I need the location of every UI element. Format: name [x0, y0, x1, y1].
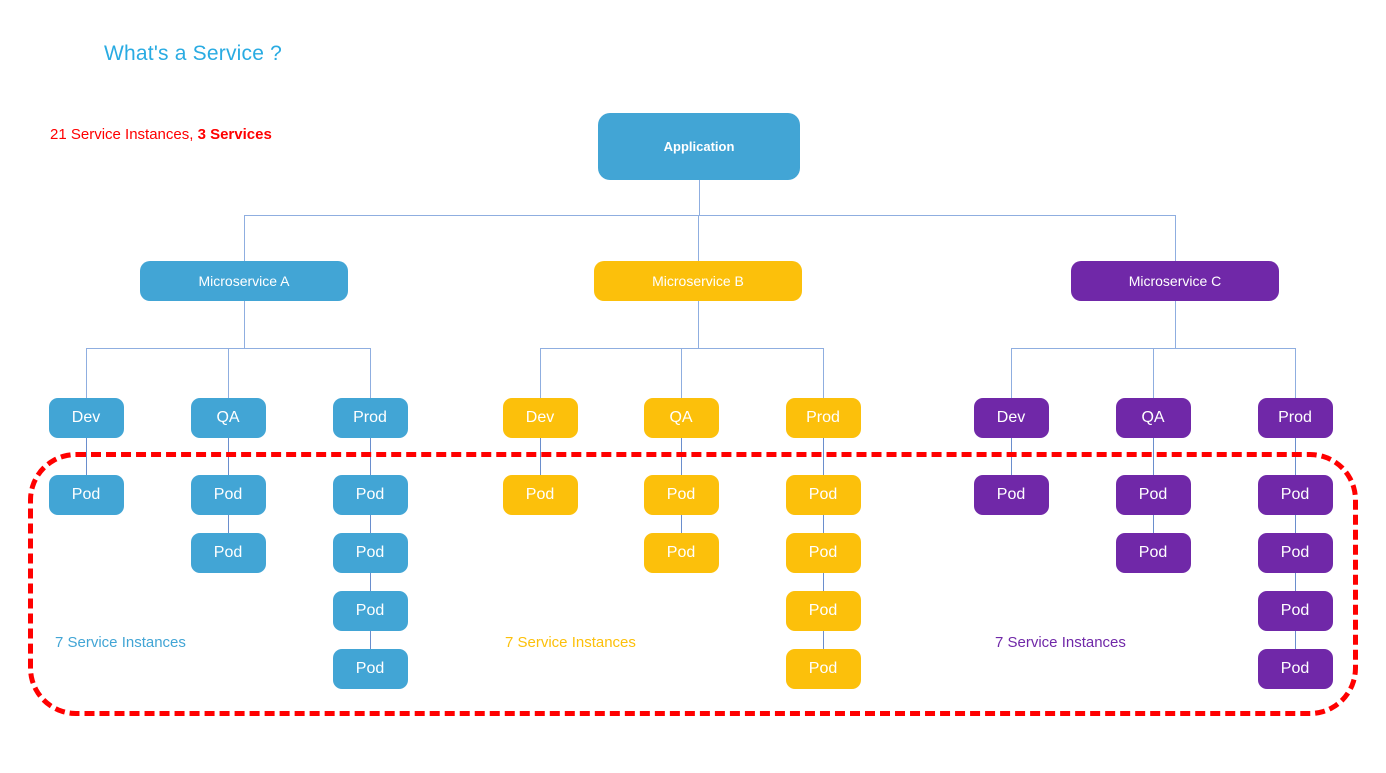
connector-line-vertical [1153, 438, 1154, 475]
connector-line-vertical [540, 348, 541, 398]
connector-line-vertical [1295, 348, 1296, 398]
microservice-node-b[interactable]: Microservice B [594, 261, 802, 301]
service-instances-label-c: 7 Service Instances [995, 634, 1126, 651]
pod-node-a-prod-2[interactable]: Pod [332, 533, 408, 573]
pod-node-b-prod-1[interactable]: Pod [785, 475, 861, 515]
connector-line-vertical [681, 348, 682, 398]
pod-node-a-prod-1[interactable]: Pod [332, 475, 408, 515]
environment-node-b-dev[interactable]: Dev [502, 398, 578, 438]
connector-line-vertical [1011, 438, 1012, 475]
pod-node-c-prod-4[interactable]: Pod [1257, 649, 1333, 689]
connector-line-vertical [370, 438, 371, 475]
pod-node-a-qa-2[interactable]: Pod [190, 533, 266, 573]
connector-line-vertical [228, 348, 229, 398]
connector-line-vertical [1295, 573, 1296, 591]
environment-node-a-dev[interactable]: Dev [48, 398, 124, 438]
connector-line-vertical [698, 301, 699, 348]
connector-line-vertical [1175, 301, 1176, 348]
service-instances-label-a: 7 Service Instances [55, 634, 186, 651]
connector-line-vertical [86, 348, 87, 398]
pod-node-b-prod-4[interactable]: Pod [785, 649, 861, 689]
pod-node-a-prod-4[interactable]: Pod [332, 649, 408, 689]
connector-line-vertical [1011, 348, 1012, 398]
connector-line-vertical [244, 215, 245, 261]
environment-node-b-qa[interactable]: QA [643, 398, 719, 438]
connector-line-vertical [86, 438, 87, 475]
connector-line-vertical [823, 515, 824, 533]
environment-node-c-dev[interactable]: Dev [973, 398, 1049, 438]
service-instances-label-b: 7 Service Instances [505, 634, 636, 651]
pod-node-b-dev-1[interactable]: Pod [502, 475, 578, 515]
connector-line-vertical [244, 301, 245, 348]
connector-line-vertical [699, 180, 700, 215]
connector-line-vertical [1175, 215, 1176, 261]
connector-line-vertical [1153, 515, 1154, 533]
environment-node-c-prod[interactable]: Prod [1257, 398, 1333, 438]
pod-node-b-qa-1[interactable]: Pod [643, 475, 719, 515]
connector-line-vertical [370, 348, 371, 398]
connector-line-vertical [823, 631, 824, 649]
pod-node-a-qa-1[interactable]: Pod [190, 475, 266, 515]
connector-line-horizontal [244, 215, 1175, 216]
pod-node-c-prod-1[interactable]: Pod [1257, 475, 1333, 515]
connector-line-vertical [228, 438, 229, 475]
connector-line-vertical [1295, 631, 1296, 649]
summary-text: 21 Service Instances, 3 Services [50, 126, 272, 143]
connector-line-vertical [370, 573, 371, 591]
connector-line-vertical [823, 438, 824, 475]
pod-node-a-dev-1[interactable]: Pod [48, 475, 124, 515]
environment-node-a-prod[interactable]: Prod [332, 398, 408, 438]
environment-node-b-prod[interactable]: Prod [785, 398, 861, 438]
connector-line-vertical [1295, 438, 1296, 475]
connector-line-vertical [540, 438, 541, 475]
pod-node-c-qa-1[interactable]: Pod [1115, 475, 1191, 515]
microservice-node-a[interactable]: Microservice A [140, 261, 348, 301]
pod-node-a-prod-3[interactable]: Pod [332, 591, 408, 631]
connector-line-vertical [228, 515, 229, 533]
connector-line-vertical [370, 631, 371, 649]
pod-node-b-prod-2[interactable]: Pod [785, 533, 861, 573]
connector-line-vertical [681, 438, 682, 475]
connector-line-vertical [823, 573, 824, 591]
pod-node-c-prod-3[interactable]: Pod [1257, 591, 1333, 631]
connector-line-vertical [370, 515, 371, 533]
pod-node-c-dev-1[interactable]: Pod [973, 475, 1049, 515]
summary-prefix: 21 Service Instances, [50, 126, 198, 143]
connector-line-vertical [823, 348, 824, 398]
connector-line-vertical [1153, 348, 1154, 398]
page-title: What's a Service ? [104, 42, 283, 65]
pod-node-c-prod-2[interactable]: Pod [1257, 533, 1333, 573]
pod-node-b-prod-3[interactable]: Pod [785, 591, 861, 631]
environment-node-a-qa[interactable]: QA [190, 398, 266, 438]
microservice-node-c[interactable]: Microservice C [1071, 261, 1279, 301]
pod-node-c-qa-2[interactable]: Pod [1115, 533, 1191, 573]
connector-line-vertical [1295, 515, 1296, 533]
application-node[interactable]: Application [598, 113, 800, 180]
connector-line-vertical [698, 215, 699, 261]
pod-node-b-qa-2[interactable]: Pod [643, 533, 719, 573]
environment-node-c-qa[interactable]: QA [1115, 398, 1191, 438]
connector-line-vertical [681, 515, 682, 533]
summary-bold: 3 Services [197, 126, 272, 143]
